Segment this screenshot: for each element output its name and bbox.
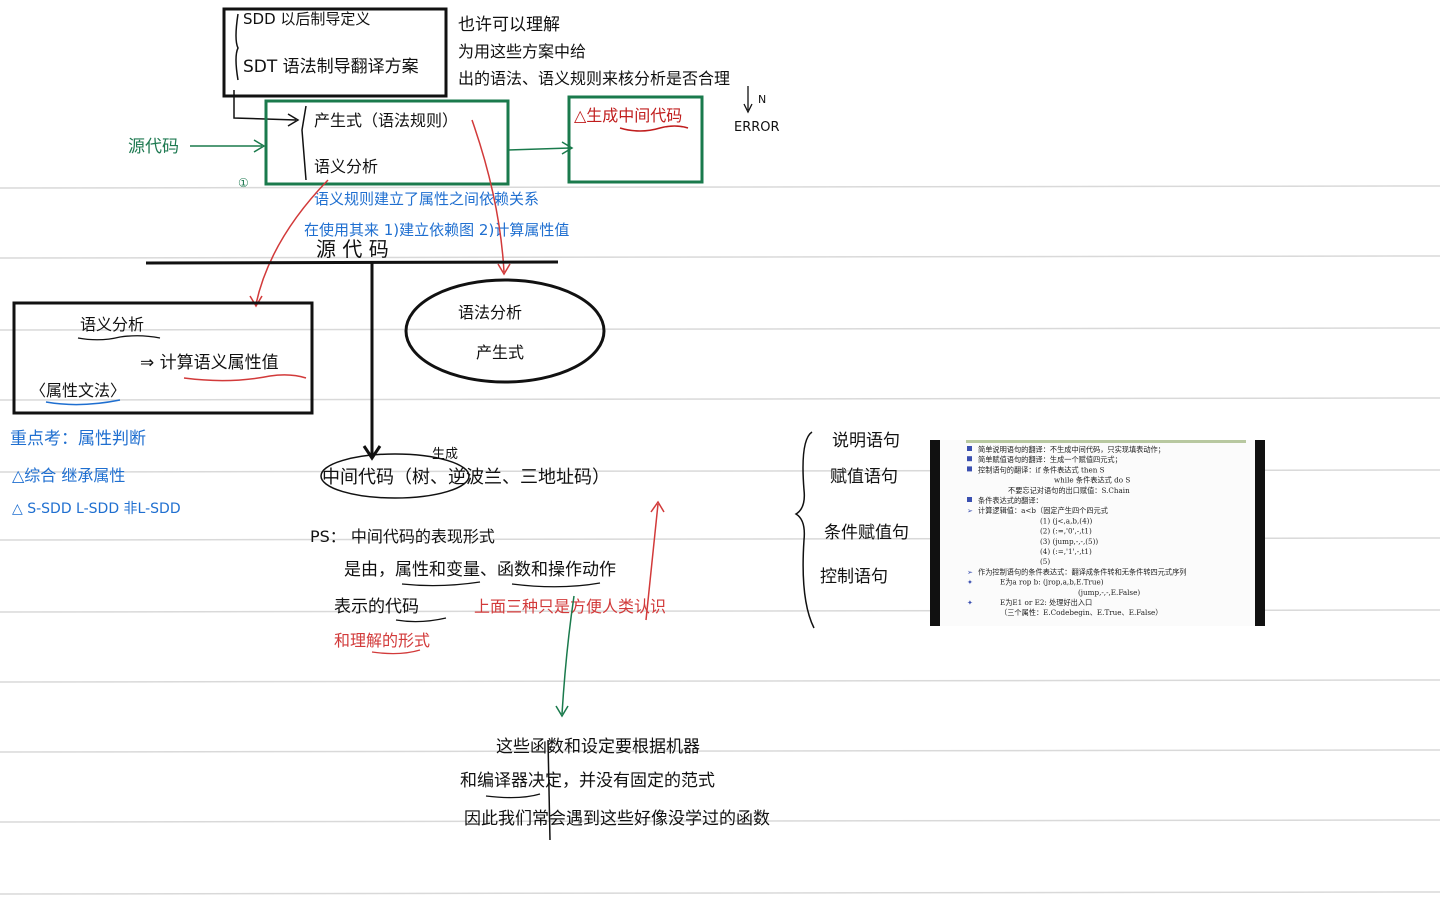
source-code-left: 源代码	[128, 137, 179, 157]
intermediate-code-label: 中间代码（树、逆波兰、三地址码）	[322, 467, 610, 488]
top-note-line2: 为用这些方案中给	[458, 42, 586, 61]
slide-line: (3) (jump,-,-,(5))	[1040, 537, 1098, 546]
gen-box-label: △生成中间代码	[574, 106, 682, 125]
slide-line: E为E1 or E2: 处理好出入口	[1000, 598, 1092, 607]
slide-line: (1) (j<,a,b,(4))	[1040, 516, 1092, 525]
slide-bullet-icon: ➢	[967, 507, 973, 515]
slide-line: 条件表达式的翻译：	[978, 496, 1043, 505]
slide-line: (jump,-,-,E.False)	[1078, 588, 1140, 597]
slide-line: 不要忘记对语句的出口赋值：S.Chain	[1008, 486, 1130, 495]
blue-note-line2: 在使用其来 1)建立依赖图 2)计算属性值	[304, 221, 569, 239]
blue-left-line2: △综合 继承属性	[12, 466, 125, 485]
blue-note-line1: 语义规则建立了属性之间依赖关系	[314, 190, 539, 208]
syntax-oval-line1: 语法分析	[458, 303, 522, 322]
semantic-box-title: 语义分析	[80, 315, 144, 334]
intermediate-gen-word: 生成	[432, 447, 458, 462]
ps-line3-red: 上面三种只是方便人类认识	[474, 597, 666, 616]
statement-item4: 控制语句	[820, 567, 888, 587]
slide-bullet-icon	[967, 446, 972, 451]
syntax-analysis-oval	[404, 278, 606, 384]
sdd-label: SDD 以后制导定义	[243, 10, 370, 28]
ps-line3: 表示的代码	[334, 597, 419, 617]
semantic-box-attr-grammar: 〈属性文法〉	[30, 381, 126, 400]
ps-line2: 是由，属性和变量、函数和操作动作	[344, 560, 616, 580]
slide-line: (5)	[1040, 557, 1050, 566]
slide-bullet-icon	[967, 497, 972, 502]
sdt-label: SDT 语法制导翻译方案	[243, 57, 419, 77]
slide-thumbnail: 简单说明语句的翻译：不生成中间代码，只实现填表动作；简单赋值语句的翻译：生成一个…	[930, 440, 1265, 626]
ruled-lines	[0, 185, 1440, 895]
top-note-line1: 也许可以理解	[458, 15, 560, 35]
statement-brace	[794, 431, 815, 629]
circle-one: ①	[238, 176, 249, 190]
slide-line: 简单赋值语句的翻译：生成一个赋值四元式；	[978, 455, 1122, 464]
bottom-note-line1: 这些函数和设定要根据机器	[496, 737, 700, 757]
statement-item1: 说明语句	[832, 431, 900, 451]
slide-line: 作为控制语句的条件表达式：翻译成条件转和无条件转四元式序列	[978, 567, 1186, 576]
syntax-oval-line2: 产生式	[476, 343, 524, 362]
slide-bullet-icon: ➢	[967, 568, 973, 576]
slide-line: (2) (:=,'0',-,t1)	[1040, 527, 1092, 536]
statement-item2: 赋值语句	[830, 467, 898, 487]
production-box	[264, 99, 510, 186]
error-label: ERROR	[734, 120, 780, 135]
slide-bullet-icon: ✦	[967, 579, 973, 587]
ps-line4-red: 和理解的形式	[334, 631, 430, 650]
production-line2: 语义分析	[314, 157, 378, 176]
ps-line1: PS： 中间代码的表现形式	[310, 527, 495, 546]
slide-line: (4) (:=,'1',-,t1)	[1040, 547, 1092, 556]
statement-item3: 条件赋值句	[824, 523, 909, 543]
intermediate-code-circle	[320, 453, 470, 499]
slide-bullet-icon: ✦	[967, 599, 973, 607]
slide-line: while 条件表达式 do S	[1054, 476, 1130, 485]
slide-line: （三个属性：E.Codebegin、E.True、E.False）	[1000, 608, 1162, 617]
n-label: N	[758, 93, 766, 106]
bottom-note-line3: 因此我们常会遇到这些好像没学过的函数	[464, 809, 770, 829]
slide-bullet-icon	[967, 456, 972, 462]
blue-left-line1: 重点考：属性判断	[10, 429, 146, 449]
semantic-box-arrow-text: ⇒ 计算语义属性值	[140, 353, 279, 373]
semantic-analysis-box	[12, 301, 314, 415]
gen-intermediate-box	[567, 95, 704, 184]
bottom-note-line2: 和编译器决定，并没有固定的范式	[460, 771, 715, 791]
slide-bullet-icon	[967, 466, 972, 472]
slide-line: E为a rop b: (jrop,a,b,E.True)	[1000, 578, 1104, 587]
slide-line: 计算逻辑值：a<b（固定产生四个四元式	[978, 506, 1108, 515]
source-code-center: 源 代 码	[316, 237, 389, 261]
production-line1: 产生式（语法规则）	[314, 111, 458, 130]
sdd-sdt-box	[222, 7, 448, 98]
blue-left-line3: △ S-SDD L-SDD 非L-SDD	[12, 501, 181, 517]
top-note-line3: 出的语法、语义规则来核分析是否合理	[458, 69, 730, 88]
slide-line: 简单说明语句的翻译：不生成中间代码，只实现填表动作；	[978, 445, 1165, 454]
slide-line: 控制语句的翻译：if 条件表达式 then S	[978, 465, 1105, 474]
